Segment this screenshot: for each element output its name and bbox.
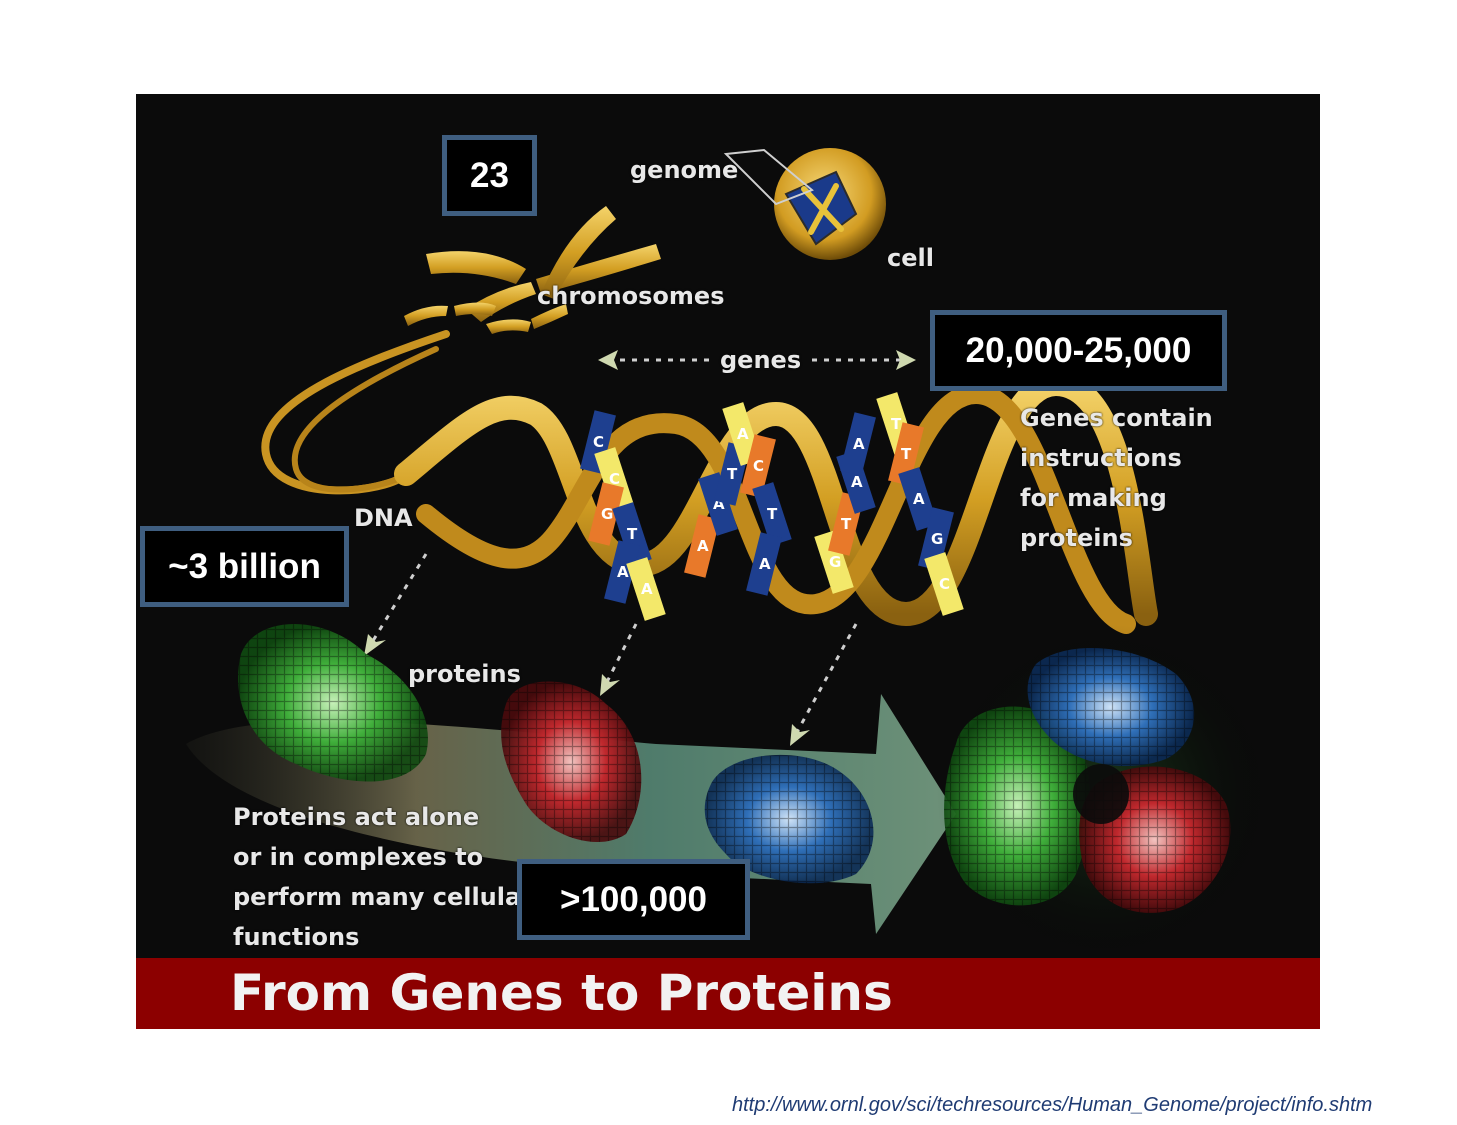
protein-green [238,624,428,782]
protein-blue [704,754,874,884]
base-pair-rung [580,410,616,474]
base-letter: A [641,580,653,598]
proteins-description: Proteins act alone or in complexes to pe… [233,803,534,951]
genes-description: Genes contain instructions for making pr… [1020,404,1213,552]
base-letter: A [697,537,709,555]
chromosome-count-callout: 23 [442,135,537,216]
base-letter: T [841,515,852,533]
base-letter: G [601,505,613,523]
base-letter: A [617,563,629,581]
base-letter: G [931,530,943,548]
base-pair-rung [684,514,720,578]
base-letter: C [753,457,764,475]
base-letter: T [727,465,738,483]
dotted-arrowheads [364,350,916,746]
base-pair-rung [740,434,776,498]
base-pair-rung [594,447,634,511]
base-letter: T [891,415,902,433]
genes-label: genes [714,346,808,374]
base-letter: C [593,433,604,451]
base-pair-rung [888,422,924,486]
base-letter: C [939,575,950,593]
dna-label: DNA [354,504,413,532]
base-pair-rung [604,540,640,604]
dna-base-pairs-callout: ~3 billion [140,526,349,607]
source-url: http://www.ornl.gov/sci/techresources/Hu… [732,1094,1373,1116]
base-letter: A [913,490,925,508]
protein-red [501,681,642,843]
base-pair-rung [752,482,792,546]
proteins-label: proteins [408,660,521,688]
chromosomes-illustration [404,206,661,334]
cell-illustration [723,148,886,260]
base-pair-rung [698,472,738,536]
protein-count-callout: >100,000 [517,859,750,940]
base-pair-rung [814,530,854,594]
figure-title: From Genes to Proteins [230,964,893,1022]
base-letter: A [851,473,863,491]
base-pair-rung [626,557,666,621]
base-letter: G [829,553,841,571]
base-letter: C [609,470,620,488]
gene-count-callout: 20,000-25,000 [930,310,1227,391]
genome-label: genome [630,156,739,184]
base-letter: A [853,435,865,453]
base-letter: T [627,525,638,543]
protein-complex [936,624,1276,964]
base-pair-rung [918,507,954,571]
base-pair-rung [588,482,624,546]
base-letter: T [767,505,778,523]
base-pair-rung [924,552,964,616]
base-letter: A [737,425,749,443]
base-letter: A [759,555,771,573]
base-pair-rung [898,467,938,531]
base-pair-rung [612,502,652,566]
base-pair-rung [840,412,876,476]
title-banner: From Genes to Proteins [136,958,1320,1029]
base-pair-rung [746,532,782,596]
chromosomes-label: chromosomes [537,282,725,310]
base-letter: T [901,445,912,463]
cell-label: cell [887,244,934,272]
